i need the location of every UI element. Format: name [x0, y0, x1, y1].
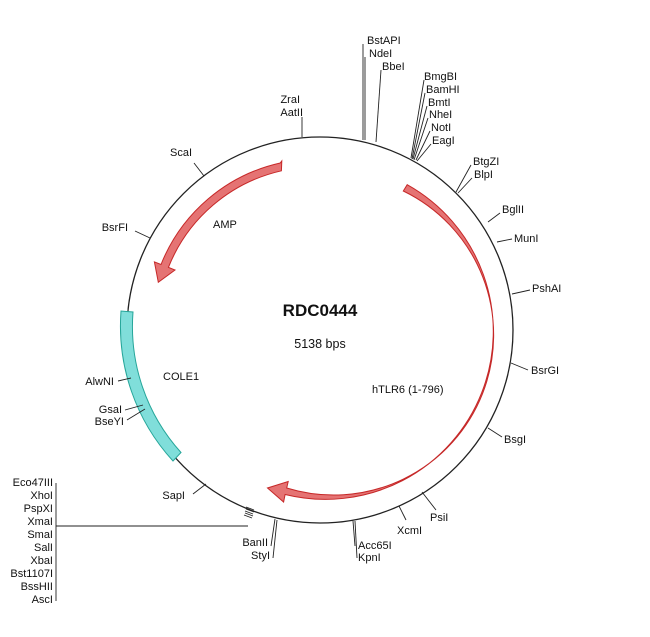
- leader-bsgi: [487, 427, 503, 438]
- site-label-bsrfi: BsrFI: [102, 222, 128, 234]
- site-bsrfi[interactable]: BsrFI: [102, 222, 151, 239]
- htlr6-label: hTLR6 (1-796): [372, 384, 444, 396]
- site-label-bsgi: BsgI: [504, 434, 526, 446]
- site-label-nhei: NheI: [429, 109, 452, 121]
- leader-xcmi: [398, 505, 407, 521]
- site-group-mcs[interactable]: Eco47III XhoI PspXI XmaI SmaI SalI XbaI …: [10, 477, 248, 606]
- leader-bsrfi: [134, 230, 151, 239]
- cole1-label: COLE1: [163, 371, 199, 383]
- site-label-bglii: BglII: [502, 204, 524, 216]
- leader-banii: [270, 518, 276, 547]
- site-label-bst1107i: Bst1107I: [10, 568, 53, 580]
- plasmid-backbone: [126, 136, 514, 524]
- site-scai[interactable]: ScaI: [170, 147, 205, 177]
- feature-htlr6[interactable]: hTLR6 (1-796): [266, 184, 495, 503]
- site-label-xhoi: XhoI: [30, 490, 53, 502]
- leader-bsrgi: [510, 362, 529, 371]
- site-muni[interactable]: MunI: [496, 233, 538, 245]
- site-sapi[interactable]: SapI: [162, 483, 207, 502]
- leader-bmti: [412, 105, 428, 160]
- site-label-sali: SalI: [34, 542, 53, 554]
- site-bsrgi[interactable]: BsrGI: [510, 362, 559, 377]
- site-label-styi: StyI: [251, 550, 270, 562]
- site-label-bmgbi: BmgBI: [424, 71, 457, 83]
- feature-cole1[interactable]: COLE1: [119, 310, 199, 462]
- leader-psii: [421, 491, 437, 511]
- site-psii[interactable]: PsiI: [421, 491, 448, 524]
- leader-alwni: [117, 377, 132, 382]
- site-group-btgzi[interactable]: BtgZI BlpI: [455, 156, 499, 194]
- site-label-gsai: GsaI: [99, 404, 122, 416]
- site-label-noti: NotI: [431, 122, 451, 134]
- plasmid-size: 5138 bps: [294, 337, 345, 351]
- site-label-muni: MunI: [514, 233, 538, 245]
- site-label-asci: AscI: [32, 594, 53, 606]
- cole1-arc: [119, 310, 182, 462]
- amp-arrow: [153, 159, 283, 284]
- site-bsgi[interactable]: BsgI: [487, 427, 526, 446]
- site-label-sapi: SapI: [162, 490, 185, 502]
- site-label-bamhi: BamHI: [426, 84, 460, 96]
- site-label-smai: SmaI: [27, 529, 53, 541]
- site-label-xmai: XmaI: [27, 516, 53, 528]
- site-label-aatii: AatII: [280, 107, 303, 119]
- site-label-alwni: AlwNI: [85, 376, 114, 388]
- site-label-pshai: PshAI: [532, 283, 561, 295]
- leader-sapi: [192, 483, 207, 495]
- site-label-pspxi: PspXI: [24, 503, 53, 515]
- leader-btgzi: [455, 164, 472, 193]
- site-group-bstapi[interactable]: BstAPI NdeI BbeI: [362, 35, 405, 143]
- site-label-kpni: KpnI: [358, 552, 381, 564]
- site-label-psii: PsiI: [430, 512, 448, 524]
- site-label-bbei: BbeI: [382, 61, 405, 73]
- site-group-zrai[interactable]: ZraI AatII: [280, 94, 303, 137]
- site-group-acc65i[interactable]: Acc65I KpnI: [352, 520, 392, 564]
- site-pshai[interactable]: PshAI: [511, 283, 561, 295]
- site-label-bsshii: BssHII: [21, 581, 53, 593]
- site-group-banii[interactable]: BanII StyI: [242, 518, 278, 562]
- site-label-acc65i: Acc65I: [358, 540, 392, 552]
- site-label-xbai: XbaI: [30, 555, 53, 567]
- htlr6-arrow: [266, 184, 495, 503]
- leader-bbei: [375, 69, 382, 143]
- site-label-scai: ScaI: [170, 147, 192, 159]
- leader-eagi: [416, 143, 432, 162]
- site-label-bsrgi: BsrGI: [531, 365, 559, 377]
- site-bglii[interactable]: BglII: [487, 204, 524, 223]
- leader-nhei: [413, 117, 429, 161]
- amp-label: AMP: [213, 219, 237, 231]
- leader-pshai: [511, 289, 531, 295]
- leader-bamhi: [411, 92, 426, 160]
- leader-kpni: [354, 520, 358, 559]
- leader-muni: [496, 238, 513, 243]
- leader-noti: [415, 130, 431, 161]
- site-label-xcmi: XcmI: [397, 525, 422, 537]
- site-label-btgzi: BtgZI: [473, 156, 499, 168]
- site-label-bmti: BmtI: [428, 97, 451, 109]
- site-xcmi[interactable]: XcmI: [397, 505, 422, 537]
- site-alwni[interactable]: AlwNI: [85, 376, 132, 388]
- site-label-eco47iii: Eco47III: [13, 477, 53, 489]
- site-label-bstapi: BstAPI: [367, 35, 401, 47]
- site-label-banii: BanII: [242, 537, 268, 549]
- leader-gsai: [124, 404, 144, 411]
- site-label-bseyi: BseYI: [95, 416, 124, 428]
- site-label-blpi: BlpI: [474, 169, 493, 181]
- leader-bseyi: [126, 408, 146, 421]
- plasmid-name: RDC0444: [283, 301, 358, 320]
- site-label-ndei: NdeI: [369, 48, 392, 60]
- site-group-gsai[interactable]: GsaI BseYI: [95, 404, 146, 428]
- feature-amp[interactable]: AMP: [153, 159, 283, 284]
- leader-bglii: [487, 212, 501, 223]
- site-group-bmgbi[interactable]: BmgBI BamHI BmtI NheI NotI EagI: [410, 71, 460, 162]
- site-label-eagi: EagI: [432, 135, 455, 147]
- leader-bmgbi: [410, 79, 425, 159]
- leader-acc65i: [352, 520, 356, 547]
- leader-scai: [193, 162, 205, 177]
- site-label-zrai: ZraI: [280, 94, 300, 106]
- leader-blpi: [457, 177, 473, 194]
- leader-styi: [272, 519, 278, 559]
- mcs-cluster-ticks: [243, 506, 255, 519]
